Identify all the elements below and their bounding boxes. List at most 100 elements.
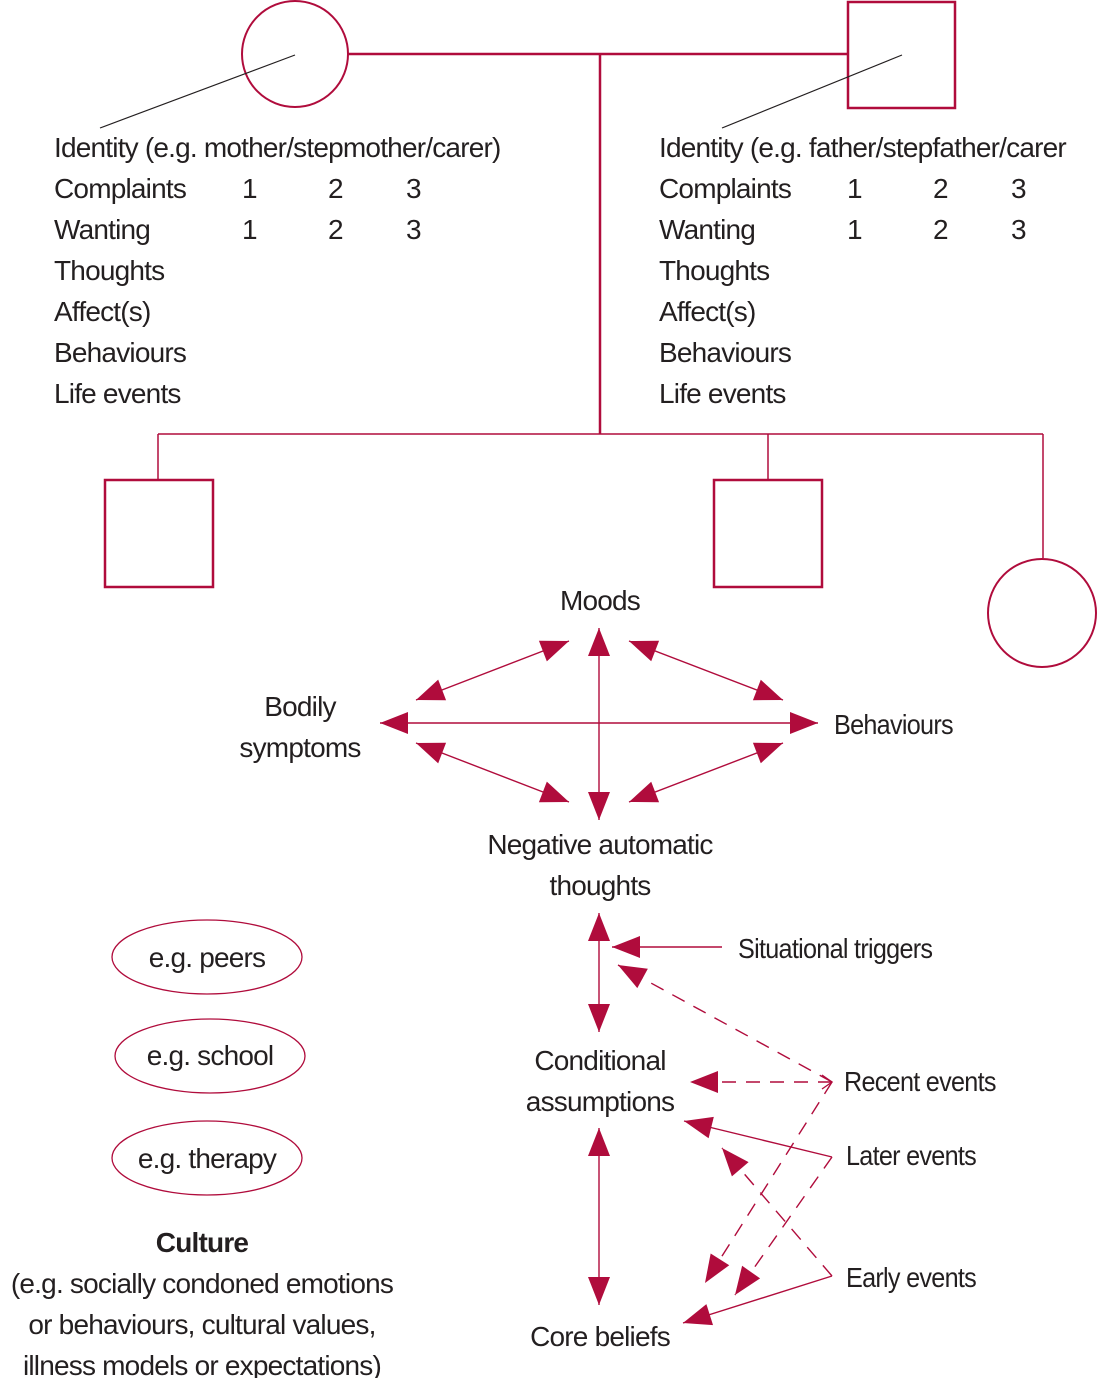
bodily-label-line2: symptoms: [239, 732, 361, 763]
arrow-nat-conditional-head-end: [588, 1004, 610, 1032]
father-thoughts-label: Thoughts: [659, 255, 770, 286]
arrow-bodily-nat-head-start: [416, 742, 447, 764]
arrow-bodily-behaviours-head-end: [790, 712, 818, 734]
situational-triggers-label: Situational triggers: [738, 933, 933, 964]
arrow-later-core-head: [735, 1265, 761, 1295]
node-behaviours: Behaviours: [834, 704, 954, 745]
arrow-moods-nat-head-end: [588, 792, 610, 820]
father-life-events-label: Life events: [659, 378, 786, 409]
mother-symbol: [241, 0, 349, 108]
node-core-beliefs: Core beliefs: [480, 1316, 720, 1357]
mother-wanting-label: Wanting: [54, 214, 151, 245]
father-complaint-3: 3: [1011, 173, 1027, 204]
father-complaints-label: Complaints: [659, 173, 792, 204]
moods-label: Moods: [559, 585, 641, 616]
therapy-label: e.g. therapy: [137, 1143, 277, 1174]
child-2-symbol: [712, 478, 824, 589]
arrows-layer: [380, 628, 834, 1326]
father-complaint-2: 2: [933, 173, 949, 204]
peers-label: e.g. peers: [148, 942, 266, 973]
school-label: e.g. school: [146, 1040, 274, 1071]
arrow-moods-behaviours-head-end: [752, 679, 783, 701]
mother-wanting-2: 2: [328, 214, 344, 245]
early-events-label: Early events: [846, 1262, 977, 1293]
recent-events-label: Recent events: [844, 1066, 996, 1097]
node-moods: Moods: [500, 580, 700, 621]
culture-line-2: or behaviours, cultural values,: [28, 1309, 376, 1340]
node-later-events: Later events: [846, 1135, 977, 1176]
arrow-moods-bodily-head-end: [416, 679, 447, 701]
mother-affects-label: Affect(s): [54, 296, 151, 327]
therapy-ellipse: [111, 1120, 303, 1196]
mother-wanting-3: 3: [406, 214, 422, 245]
father-pointer-line: [721, 54, 903, 129]
father-wanting-1: 1: [847, 214, 863, 245]
later-events-label: Later events: [846, 1140, 977, 1171]
family-tree: [99, 0, 1097, 668]
node-bodily-symptoms: Bodily symptoms: [200, 686, 400, 768]
culture-line-1: (e.g. socially condoned emotions: [10, 1268, 394, 1299]
father-wanting-2: 2: [933, 214, 949, 245]
conditional-label-line1: Conditional: [534, 1045, 666, 1076]
arrow-recent-core-head: [705, 1253, 730, 1283]
core-beliefs-label: Core beliefs: [530, 1321, 671, 1352]
mother-complaint-2: 2: [328, 173, 344, 204]
context-school: e.g. school: [115, 1035, 305, 1076]
culture-title: Culture: [155, 1227, 249, 1258]
father-complaint-1: 1: [847, 173, 863, 204]
arrow-conditional-core-head-start: [588, 1128, 610, 1156]
nat-label-line1: Negative automatic: [487, 829, 713, 860]
mother-pointer-line: [99, 54, 296, 129]
arrow-moods-behaviours-head-start: [629, 640, 660, 662]
culture-line-3: illness models or expectations): [22, 1350, 382, 1378]
behaviours-label: Behaviours: [834, 709, 954, 740]
arrow-early-conditional-line: [721, 1147, 833, 1277]
mother-complaint-1: 1: [242, 173, 258, 204]
node-negative-automatic-thoughts: Negative automatic thoughts: [430, 824, 770, 906]
arrow-moods-nat-head-start: [588, 628, 610, 656]
school-ellipse: [114, 1018, 306, 1094]
father-wanting-label: Wanting: [659, 214, 756, 245]
child-3-symbol: [987, 558, 1097, 668]
arrow-later-core-line: [734, 1156, 833, 1296]
father-affects-label: Affect(s): [659, 296, 756, 327]
bodily-label-line1: Bodily: [264, 691, 336, 722]
node-conditional-assumptions: Conditional assumptions: [470, 1040, 730, 1122]
father-identity: Identity (e.g. father/stepfather/carer: [659, 132, 1067, 163]
mother-life-events-label: Life events: [54, 378, 181, 409]
arrow-nat-conditional-head-start: [588, 913, 610, 941]
conditional-label-line2: assumptions: [525, 1086, 675, 1117]
mother-behaviours-label: Behaviours: [54, 337, 187, 368]
child-1-symbol: [103, 478, 215, 589]
arrow-recent-nat-line: [617, 964, 833, 1083]
node-early-events: Early events: [846, 1257, 977, 1298]
arrow-moods-bodily-head-start: [538, 640, 569, 662]
arrow-behaviours-nat-head-end: [629, 781, 660, 803]
peers-ellipse: [111, 919, 303, 995]
arrow-situational-nat-head: [612, 936, 640, 958]
arrow-recent-core-line: [704, 1081, 833, 1284]
arrow-conditional-core-head-end: [588, 1277, 610, 1305]
node-situational-triggers: Situational triggers: [738, 928, 933, 969]
arrow-bodily-nat-head-end: [538, 781, 569, 803]
context-peers: e.g. peers: [112, 937, 302, 978]
arrow-early-conditional-head: [722, 1148, 749, 1177]
context-ellipses: [111, 919, 306, 1196]
context-therapy: e.g. therapy: [112, 1138, 302, 1179]
node-recent-events: Recent events: [844, 1061, 996, 1102]
mother-complaint-3: 3: [406, 173, 422, 204]
mother-wanting-1: 1: [242, 214, 258, 245]
arrow-bodily-behaviours-head-start: [380, 712, 408, 734]
father-wanting-3: 3: [1011, 214, 1027, 245]
mother-thoughts-label: Thoughts: [54, 255, 165, 286]
culture-block: Culture (e.g. socially condoned emotions…: [0, 1222, 404, 1378]
arrow-later-conditional-head: [684, 1116, 714, 1139]
nat-label-line2: thoughts: [549, 870, 651, 901]
arrow-early-core-head: [683, 1304, 714, 1326]
arrow-recent-nat-head: [618, 965, 648, 989]
father-behaviours-label: Behaviours: [659, 337, 792, 368]
mother-complaints-label: Complaints: [54, 173, 187, 204]
arrow-recent-conditional-head: [690, 1071, 718, 1093]
